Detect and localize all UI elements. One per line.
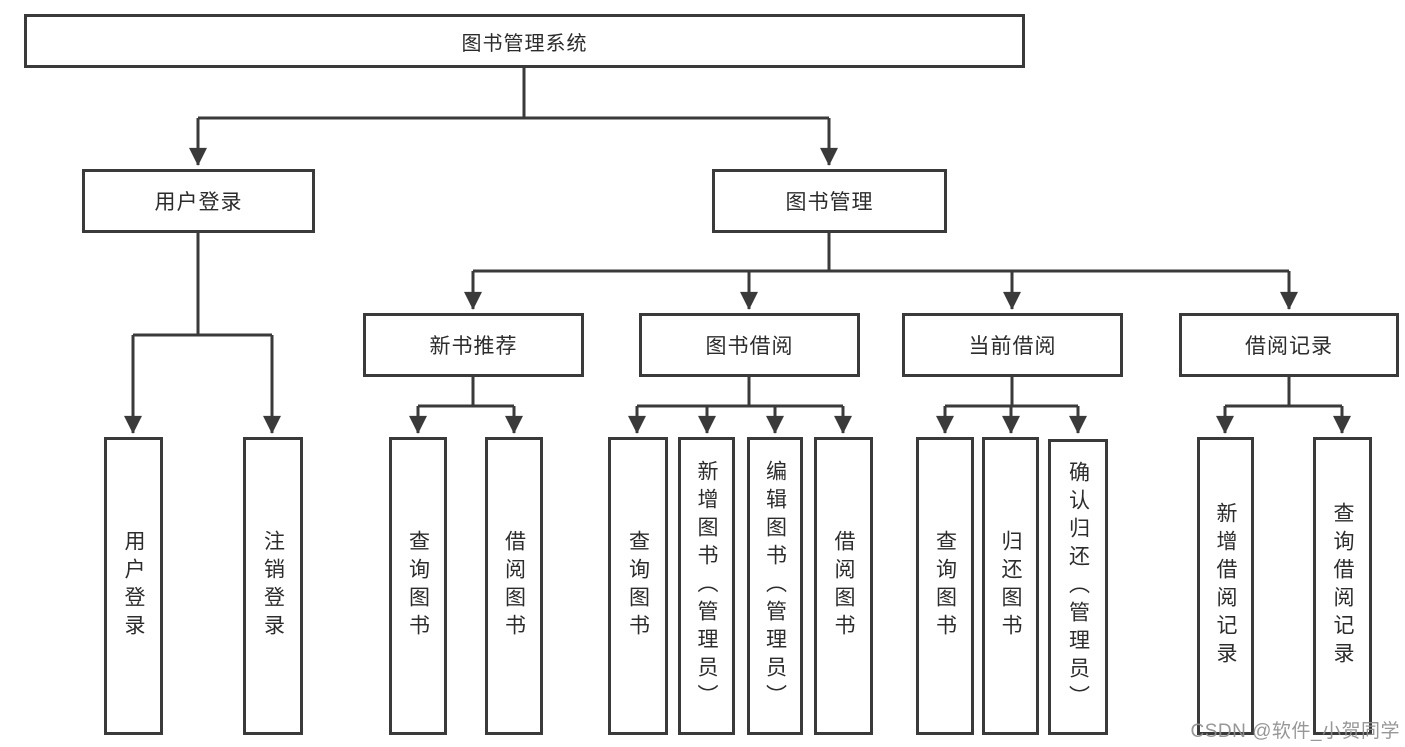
node-leaf-borrow-books: 借阅图书 bbox=[814, 437, 873, 735]
node-current-borrow-label: 当前借阅 bbox=[968, 335, 1057, 358]
node-leaf-confirm-return-admin: 确认归还（管理员） bbox=[1048, 439, 1108, 735]
node-leaf-add-borrow-record: 新增借阅记录 bbox=[1197, 437, 1254, 735]
node-root: 图书管理系统 bbox=[24, 14, 1025, 68]
leaf-label: 注销登录 bbox=[261, 530, 285, 642]
leaf-label: 查询图书 bbox=[406, 530, 430, 642]
node-user-login: 用户登录 bbox=[82, 169, 315, 233]
node-leaf-query-borrow-record: 查询借阅记录 bbox=[1313, 437, 1372, 735]
leaf-label: 借阅图书 bbox=[832, 530, 855, 642]
node-leaf-recommend-query-books: 查询图书 bbox=[389, 437, 447, 735]
node-leaf-return-book: 归还图书 bbox=[982, 437, 1039, 735]
leaf-label: 新增图书（管理员） bbox=[695, 460, 718, 712]
node-book-borrow-label: 图书借阅 bbox=[705, 335, 794, 358]
leaf-label: 借阅图书 bbox=[502, 530, 526, 642]
connector-recommend-trunk bbox=[418, 377, 514, 408]
leaf-label: 用户登录 bbox=[122, 530, 145, 642]
node-leaf-edit-book-admin: 编辑图书（管理员） bbox=[747, 437, 803, 735]
node-leaf-add-book-admin: 新增图书（管理员） bbox=[678, 437, 735, 735]
node-current-borrow: 当前借阅 bbox=[902, 313, 1123, 377]
node-book-mgmt: 图书管理 bbox=[712, 169, 947, 233]
node-new-book-recommend: 新书推荐 bbox=[363, 313, 584, 377]
leaf-label: 查询图书 bbox=[933, 530, 957, 642]
connector-root-trunk bbox=[198, 68, 829, 120]
leaf-label: 查询图书 bbox=[626, 530, 650, 642]
connector-user-login-trunk bbox=[133, 233, 272, 337]
node-book-borrow: 图书借阅 bbox=[639, 313, 860, 377]
watermark: CSDN @软件_小贺同学 bbox=[1190, 721, 1400, 742]
leaf-label: 查询借阅记录 bbox=[1331, 502, 1354, 670]
connector-records-trunk bbox=[1225, 377, 1342, 408]
node-borrow-records-label: 借阅记录 bbox=[1245, 335, 1333, 358]
connector-borrow-trunk bbox=[637, 377, 843, 408]
leaf-label: 归还图书 bbox=[999, 530, 1022, 642]
node-book-mgmt-label: 图书管理 bbox=[785, 191, 874, 214]
leaf-label: 编辑图书（管理员） bbox=[763, 460, 787, 712]
node-user-login-label: 用户登录 bbox=[154, 191, 243, 214]
node-leaf-user-login: 用户登录 bbox=[104, 437, 163, 735]
node-leaf-current-query-books: 查询图书 bbox=[916, 437, 974, 735]
leaf-label: 确认归还（管理员） bbox=[1066, 461, 1090, 713]
node-new-book-recommend-label: 新书推荐 bbox=[429, 335, 518, 358]
connector-current-trunk bbox=[945, 377, 1078, 408]
node-leaf-logout: 注销登录 bbox=[243, 437, 303, 735]
node-leaf-borrow-query-books: 查询图书 bbox=[608, 437, 668, 735]
node-borrow-records: 借阅记录 bbox=[1179, 313, 1399, 377]
connector-book-mgmt-trunk bbox=[473, 233, 1289, 273]
leaf-label: 新增借阅记录 bbox=[1214, 502, 1237, 670]
node-leaf-recommend-borrow-books: 借阅图书 bbox=[485, 437, 543, 735]
node-root-label: 图书管理系统 bbox=[461, 32, 588, 55]
